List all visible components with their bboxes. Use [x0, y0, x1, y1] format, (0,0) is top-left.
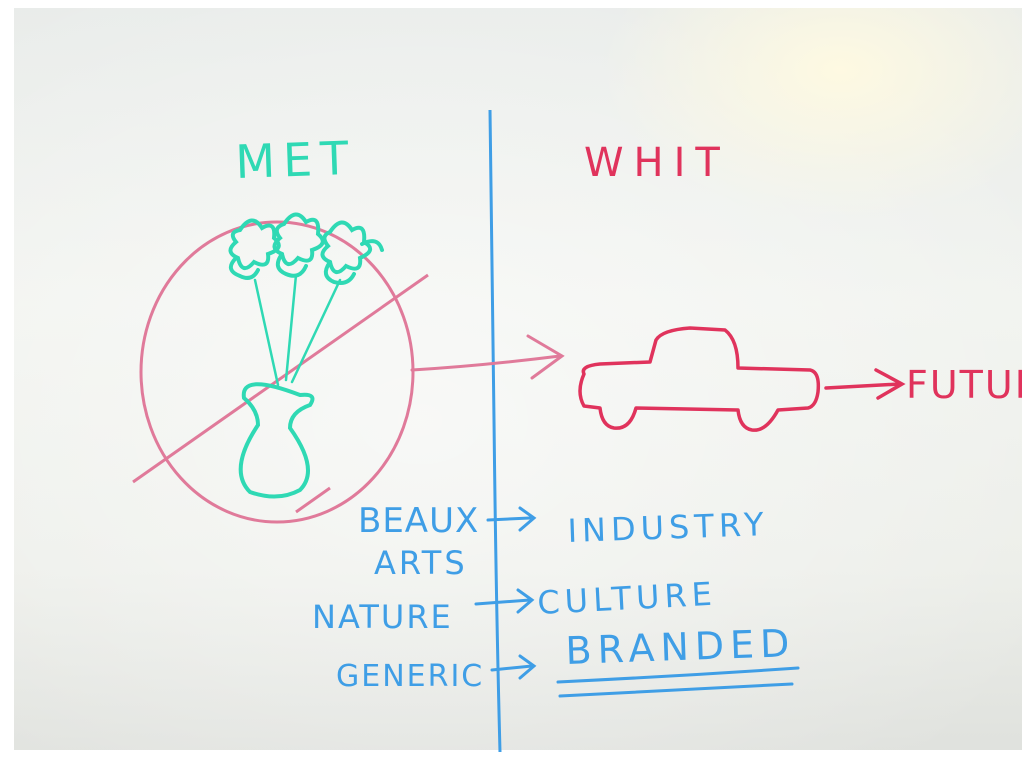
- arrow-met-to-whit: [410, 334, 565, 380]
- right-heading: WHIT: [584, 140, 730, 186]
- pair-1-arrow: [486, 506, 537, 532]
- flower-vase-sketch: [228, 212, 384, 499]
- crossed-out-circle: [139, 220, 415, 524]
- pair-1-from-line2: ARTS: [374, 544, 468, 582]
- future-label: FUTUR: [906, 363, 1022, 407]
- arrow-to-future: [824, 368, 906, 400]
- flower-bunch-middle: [272, 212, 325, 278]
- branded-underline: [556, 666, 800, 698]
- pair-2-to: CULTURE: [536, 575, 717, 622]
- pair-3-arrow: [490, 654, 537, 680]
- center-divider-line: [488, 109, 502, 753]
- cross-out-slash: [132, 273, 429, 484]
- photo-border-top: [0, 0, 1022, 8]
- pair-2-arrow: [474, 588, 535, 614]
- pair-1-to: INDUSTRY: [567, 505, 769, 550]
- flower-bunch-right: [320, 220, 384, 285]
- pair-3-from: GENERIC: [336, 659, 484, 694]
- flower-bunch-left: [228, 218, 281, 280]
- circle-tail-mark: [295, 486, 331, 514]
- pair-2-from: NATURE: [312, 598, 453, 636]
- pickup-truck-sketch: [578, 326, 821, 432]
- pair-1-from: BEAUX: [358, 501, 479, 541]
- photo-border-left: [0, 0, 14, 758]
- left-heading: MET: [234, 131, 357, 189]
- pair-3-to: BRANDED: [565, 621, 796, 673]
- photo-border-bottom: [0, 750, 1022, 758]
